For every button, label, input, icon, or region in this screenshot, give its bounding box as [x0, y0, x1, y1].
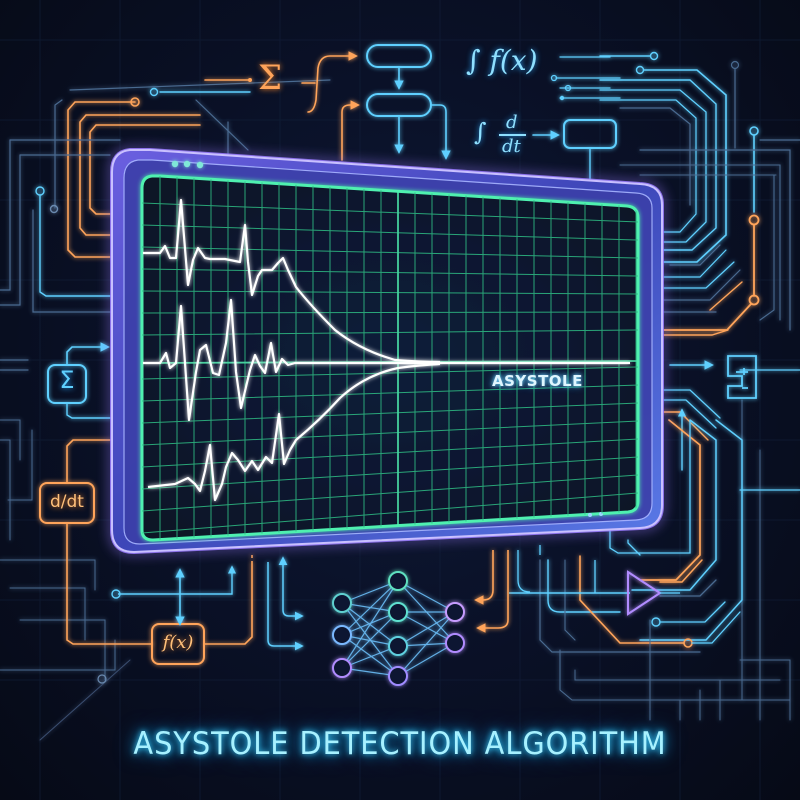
- derivative-denominator: dt: [502, 136, 521, 157]
- window-dot-icon: [183, 160, 191, 168]
- nn-input-node: [332, 658, 352, 678]
- neural-network-diagram: [332, 571, 465, 686]
- asystole-status-label: ASYSTOLE: [492, 372, 583, 390]
- nn-output-node: [445, 633, 465, 653]
- derivative-numerator: d: [506, 112, 518, 133]
- left-circuit-traces: [0, 79, 331, 741]
- page-title: ASYSTOLE DETECTION ALGORITHM: [133, 726, 667, 762]
- sum-block-label: Σ: [59, 366, 75, 394]
- nn-hidden-node: [388, 666, 408, 686]
- fraction-bar: [499, 134, 526, 136]
- ecg-trace-top: [143, 198, 441, 364]
- function-block: [111, 561, 253, 665]
- bottom-network-connectors: [251, 545, 541, 651]
- ecg-traces: [143, 198, 630, 502]
- derivative-block: [39, 439, 153, 645]
- nn-hidden-node: [388, 636, 408, 656]
- integral-fx-formula: ∫ f(x): [466, 44, 538, 77]
- nn-output-node: [445, 602, 465, 622]
- window-dot-icon: [171, 160, 179, 168]
- function-block-label: f(x): [162, 632, 194, 653]
- window-dots: [171, 160, 204, 169]
- nn-input-node: [332, 593, 352, 613]
- ecg-trace-bottom: [147, 362, 441, 502]
- nn-hidden-node: [388, 602, 408, 622]
- nn-hidden-node: [388, 571, 408, 591]
- amplifier-triangle-icon: [509, 560, 680, 616]
- lower-right-circuit-traces: [539, 419, 791, 721]
- sum-symbol-top: Σ: [258, 58, 283, 98]
- sum-block: [47, 342, 112, 419]
- logic-gate-glyph: [727, 355, 757, 399]
- nn-input-node: [332, 625, 352, 645]
- window-dot-icon: [196, 161, 204, 169]
- top-flowchart: [195, 44, 621, 192]
- ecg-trace-middle: [143, 298, 630, 422]
- integral-sign: ∫: [474, 118, 487, 146]
- right-circuit-traces: [599, 51, 800, 721]
- derivative-block-label: d/dt: [50, 492, 84, 512]
